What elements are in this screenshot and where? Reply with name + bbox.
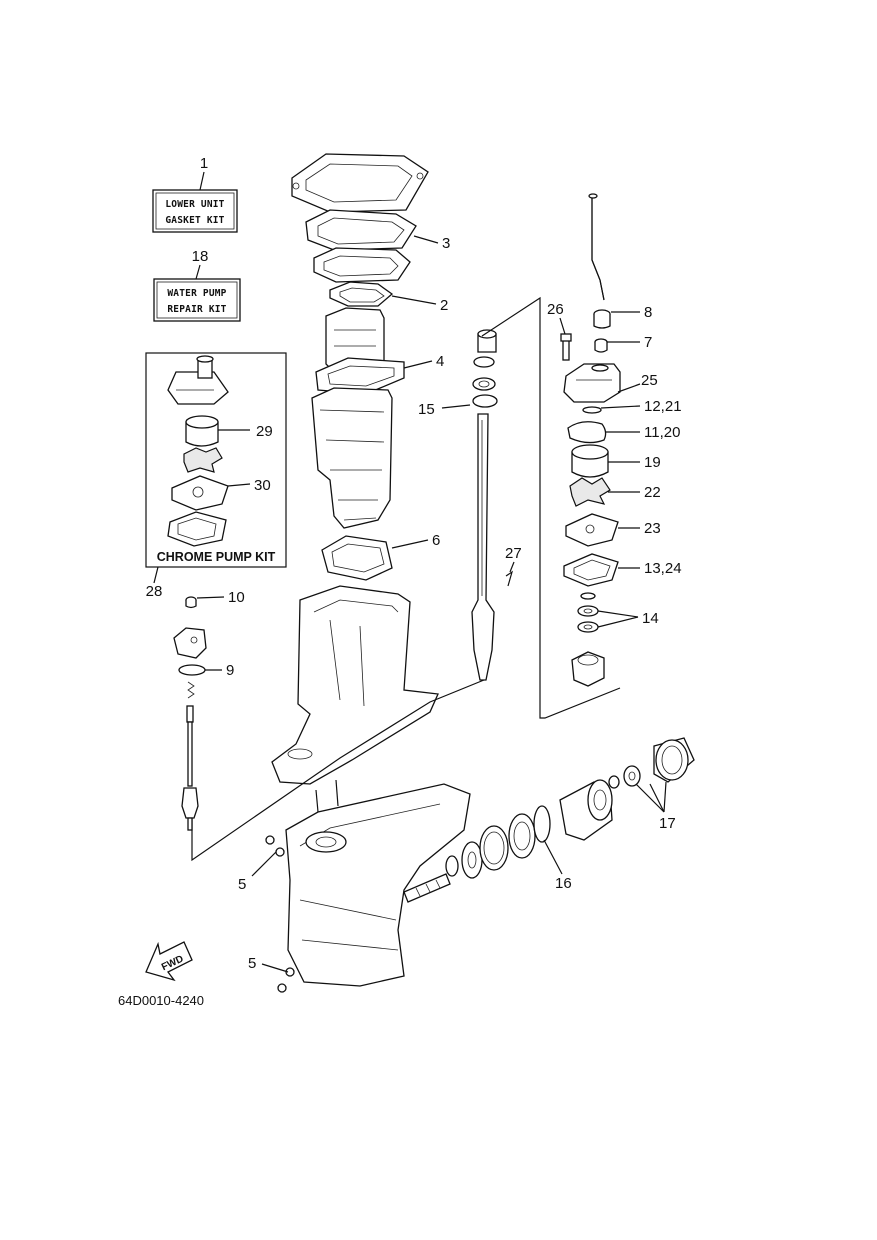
kit-wear-plate: 30 [171,475,271,511]
callout-23: 23 [644,520,661,537]
bolt-26: 26 [547,301,572,361]
water-pump-kit-line2: REPAIR KIT [167,304,226,315]
plate-23: 23 [565,513,661,547]
callout-5-lower: 5 [248,955,256,972]
callout-22: 22 [644,484,661,501]
callout-27: 27 [505,545,522,562]
insert-cartridge-19: 19 [571,444,661,478]
bearings-17: 17 [608,737,695,832]
callout-17: 17 [659,815,676,832]
callout-7: 7 [644,334,652,351]
callout-2: 2 [440,297,448,314]
gasket-kit-line2: GASKET KIT [165,215,224,226]
kit-gasket [167,511,227,547]
drawing-code: 64D0010-4240 [118,993,204,1008]
o-ring-12-21: 12,21 [582,398,682,415]
water-tube [588,193,605,301]
drive-shaft-housing [311,387,393,529]
gasket-kit-label: 1 LOWER UNIT GASKET KIT [152,155,238,233]
callout-12-21: 12,21 [644,398,682,415]
drain-plug-lower: 5 [248,955,295,993]
callout-19: 19 [644,454,661,471]
shift-rod [181,705,199,831]
drain-plug-upper: 5 [238,835,285,893]
spring [187,681,195,699]
gasket-4: 4 [315,353,444,395]
kit-impeller-cup: 29 [185,415,273,447]
gasket-11-20: 11,20 [567,421,680,444]
forward-direction-arrow: FWD [145,941,193,982]
drive-shaft [471,413,495,681]
upper-casing-plate [291,153,429,213]
gasket-6: 6 [321,532,440,581]
propeller-shaft-housing [559,779,613,841]
seals-14: 14 [577,592,659,633]
gasket-2: 2 [329,281,448,314]
o-ring-9: 9 [178,662,234,679]
forward-gear-parts: 16 [445,805,572,892]
callout-11-20: 11,20 [644,424,680,441]
impeller-22: 22 [569,477,661,507]
callout-10: 10 [228,589,245,606]
gasket-3: 3 [305,209,450,252]
lower-casing [285,779,471,987]
grommet-10: 10 [185,589,245,609]
kit-pump-housing [167,355,229,405]
callout-1: 1 [200,155,208,172]
pin-27: 27 [505,545,522,587]
callout-9: 9 [226,662,234,679]
seal-7: 7 [594,334,652,353]
callout-29: 29 [256,423,273,440]
upper-casing [271,585,439,785]
oil-seal-housing [571,651,605,687]
pump-housing: 25 [563,363,658,403]
grommet-8: 8 [593,304,652,329]
gasket-13-24: 13,24 [563,553,682,587]
callout-8: 8 [644,304,652,321]
callout-5-upper: 5 [238,876,246,893]
callout-4: 4 [436,353,444,370]
callout-18: 18 [192,248,209,265]
water-pump-kit-label: 18 WATER PUMP REPAIR KIT [153,248,241,322]
callout-28: 28 [146,583,163,600]
propeller-shaft [403,873,451,903]
callout-14: 14 [642,610,659,627]
gasket-kit-line1: LOWER UNIT [165,199,224,210]
kit-impeller [183,447,223,473]
callout-6: 6 [432,532,440,549]
shift-rod-housing [173,627,207,659]
exhaust-guide-plate [313,247,411,283]
callout-25: 25 [641,372,658,389]
water-pump-kit-line1: WATER PUMP [167,288,226,299]
chrome-pump-kit-box: 29 30 CHROME PUMP KIT [145,352,287,568]
chrome-pump-kit-label: CHROME PUMP KIT [157,550,276,564]
drive-shaft-bearings: 15 [418,329,498,418]
callout-30: 30 [254,477,271,494]
callout-15: 15 [418,401,435,418]
callout-13-24: 13,24 [644,560,682,577]
callout-26: 26 [547,301,564,318]
callout-3: 3 [442,235,450,252]
callout-16: 16 [555,875,572,892]
